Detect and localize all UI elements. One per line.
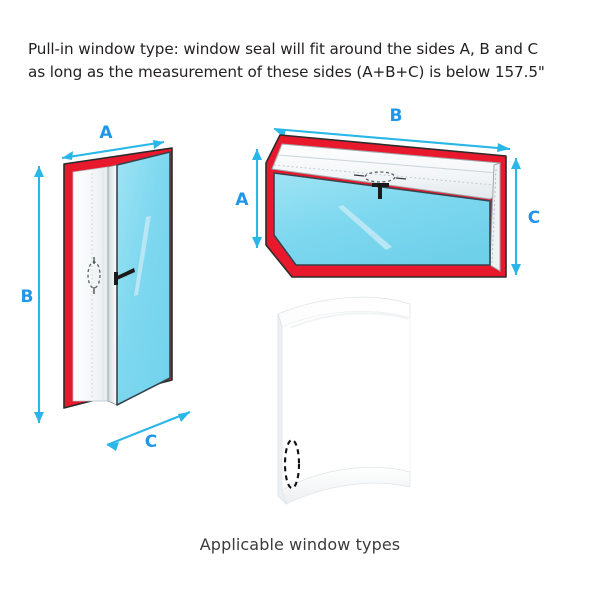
window-seal-seam-1 bbox=[277, 154, 499, 174]
figure-window-seal-fabric bbox=[277, 296, 411, 506]
instruction-text: Pull-in window type: window seal will fi… bbox=[28, 38, 580, 84]
door-handle-icon bbox=[114, 268, 135, 285]
window-glass-panel bbox=[273, 172, 491, 266]
window-glass-highlight bbox=[338, 205, 392, 250]
dimension-arrow-a-door bbox=[61, 140, 165, 160]
dimension-label-b-window: B bbox=[390, 106, 403, 126]
dimension-arrow-c-window bbox=[511, 158, 521, 275]
dimension-arrow-a-window bbox=[252, 149, 262, 248]
dimension-label-b-door: B bbox=[21, 287, 34, 307]
window-zipper-oval bbox=[353, 171, 407, 183]
dimension-arrow-b-door bbox=[34, 166, 44, 423]
dimension-label-c-window: C bbox=[528, 208, 540, 228]
door-zipper-oval bbox=[87, 257, 101, 294]
seal-body-panel bbox=[281, 311, 411, 491]
seal-bottom-flap bbox=[281, 466, 411, 505]
seal-fold-shadow bbox=[289, 312, 409, 329]
figure-door-window: A B bbox=[21, 123, 191, 452]
seal-zipper-oval bbox=[283, 438, 301, 490]
dimension-label-a-window: A bbox=[235, 190, 249, 210]
window-seal-seam-2 bbox=[273, 164, 495, 186]
figure-awning-window: B A C bbox=[235, 106, 540, 278]
window-handle-icon bbox=[372, 183, 389, 199]
dimension-label-c-door: C bbox=[145, 432, 157, 452]
instruction-line-1: Pull-in window type: window seal will fi… bbox=[28, 40, 538, 58]
dimension-arrow-c-door bbox=[106, 411, 191, 451]
door-glass-highlight bbox=[134, 216, 151, 296]
seal-left-edge bbox=[277, 313, 287, 506]
instruction-line-2: as long as the measurement of these side… bbox=[28, 63, 545, 81]
door-glass-panel bbox=[116, 151, 171, 406]
figure-caption: Applicable window types bbox=[199, 535, 401, 554]
dimension-label-a-door: A bbox=[99, 123, 113, 143]
window-seal-panel bbox=[271, 143, 501, 200]
